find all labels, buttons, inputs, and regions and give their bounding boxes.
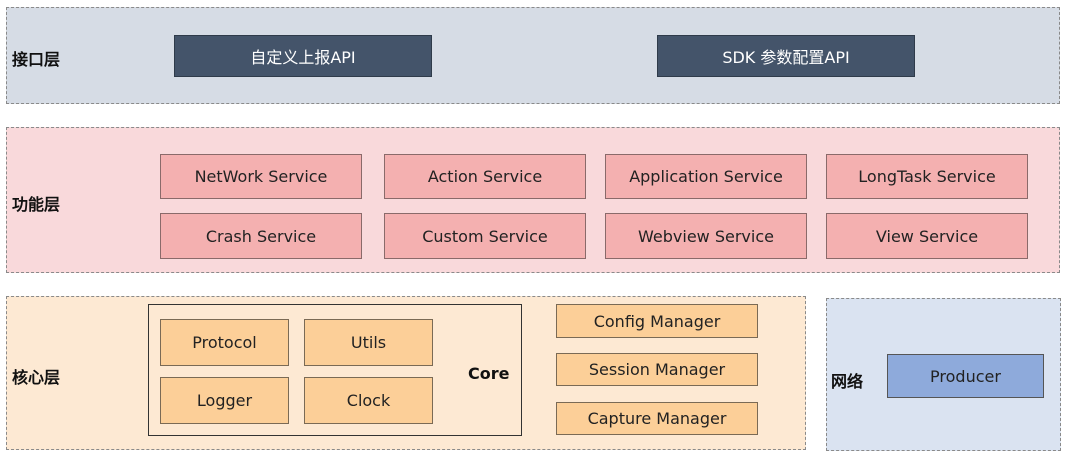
producer-box: Producer xyxy=(887,354,1044,398)
core-title: Core xyxy=(468,364,510,383)
crash-service-box: Crash Service xyxy=(160,213,362,259)
network-layer: 网络 Producer xyxy=(826,298,1061,451)
application-service-box: Application Service xyxy=(605,154,807,199)
custom-report-api-box: 自定义上报API xyxy=(174,35,432,77)
config-manager-box: Config Manager xyxy=(556,304,758,338)
interface-layer: 接口层 自定义上报API SDK 参数配置API xyxy=(6,7,1060,104)
session-manager-box: Session Manager xyxy=(556,353,758,386)
longtask-service-box: LongTask Service xyxy=(826,154,1028,199)
core-layer: 核心层 Protocol Utils Logger Clock Core Con… xyxy=(6,296,806,450)
protocol-box: Protocol xyxy=(160,319,289,366)
custom-service-box: Custom Service xyxy=(384,213,586,259)
network-layer-label: 网络 xyxy=(831,372,864,391)
core-container: Protocol Utils Logger Clock Core xyxy=(148,304,522,436)
utils-box: Utils xyxy=(304,319,433,366)
sdk-config-api-box: SDK 参数配置API xyxy=(657,35,915,77)
action-service-box: Action Service xyxy=(384,154,586,199)
webview-service-box: Webview Service xyxy=(605,213,807,259)
network-service-box: NetWork Service xyxy=(160,154,362,199)
clock-box: Clock xyxy=(304,377,433,424)
view-service-box: View Service xyxy=(826,213,1028,259)
function-layer-label: 功能层 xyxy=(12,195,61,214)
interface-layer-label: 接口层 xyxy=(12,50,61,69)
capture-manager-box: Capture Manager xyxy=(556,402,758,435)
function-layer: 功能层 NetWork Service Action Service Appli… xyxy=(6,127,1060,273)
logger-box: Logger xyxy=(160,377,289,424)
core-layer-label: 核心层 xyxy=(12,368,61,387)
